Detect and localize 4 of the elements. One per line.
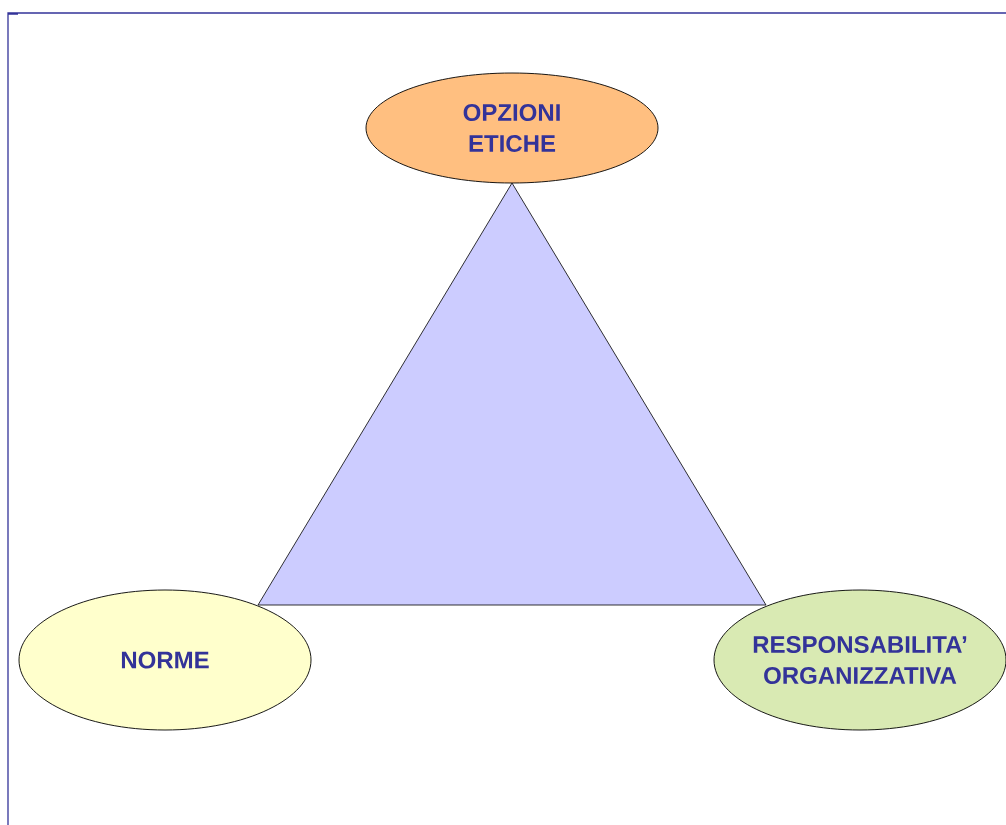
ellipse-node: NORME [18, 589, 312, 731]
ellipse-node: RESPONSABILITA’ ORGANIZZATIVA [713, 589, 1006, 731]
ellipse-node: OPZIONI ETICHE [365, 72, 659, 184]
triangle-shape [257, 182, 767, 606]
